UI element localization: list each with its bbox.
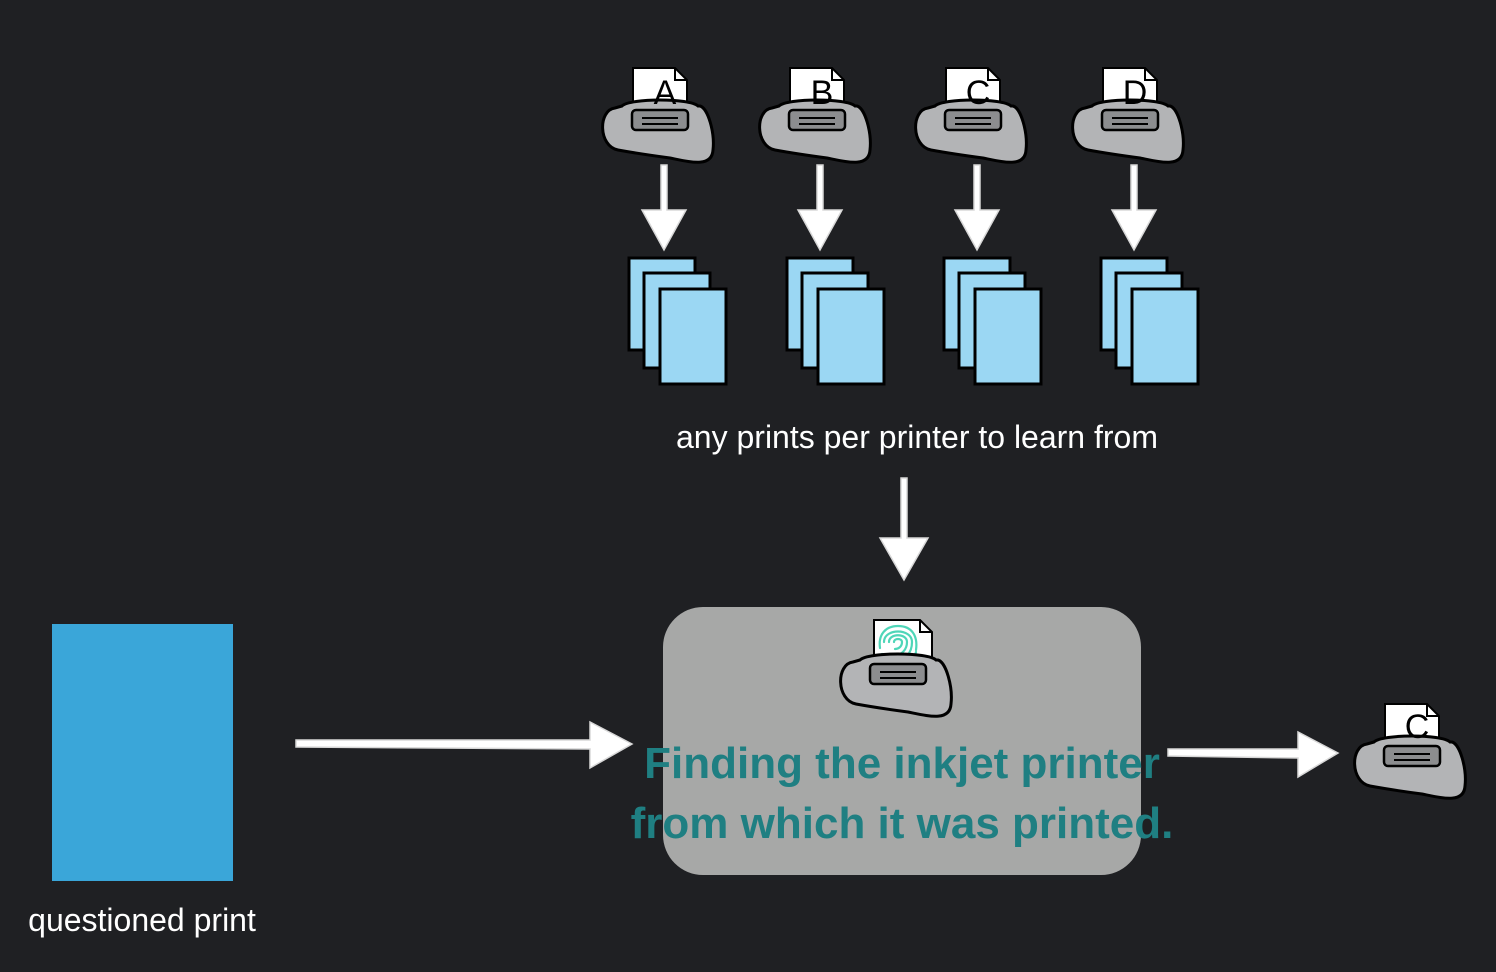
arrow-down-c — [954, 164, 1000, 251]
questioned-print — [52, 624, 233, 881]
arrow-right-to-process — [295, 720, 634, 770]
process-box — [663, 607, 1141, 875]
arrow-right-to-result — [1167, 730, 1340, 779]
process-text-line1: Finding the inkjet printer — [644, 739, 1160, 788]
process-text-line2: from which it was printed. — [631, 799, 1174, 848]
arrow-down-a — [641, 164, 687, 251]
sample-stack-c — [942, 256, 1043, 386]
printer-label-c: C — [966, 74, 991, 112]
training-printer-c: C — [914, 67, 1028, 164]
training-printer-a: A — [601, 67, 715, 164]
arrow-down-to-process — [878, 477, 930, 582]
printer-label-d: D — [1123, 74, 1148, 112]
training-printer-d: D — [1071, 67, 1185, 164]
fingerprint-printer-icon — [839, 619, 953, 718]
arrow-down-b — [797, 164, 843, 251]
arrow-down-d — [1111, 164, 1157, 251]
printer-label-a: A — [654, 74, 677, 112]
sample-stack-b — [785, 256, 886, 386]
questioned-label: questioned print — [28, 902, 256, 938]
result-printer: C — [1353, 703, 1467, 800]
training-label: any prints per printer to learn from — [676, 419, 1158, 455]
result-printer-label: C — [1405, 708, 1430, 746]
training-printer-b: B — [758, 67, 872, 164]
printer-label-b: B — [811, 74, 834, 112]
sample-stack-a — [627, 256, 728, 386]
sample-stack-d — [1099, 256, 1200, 386]
